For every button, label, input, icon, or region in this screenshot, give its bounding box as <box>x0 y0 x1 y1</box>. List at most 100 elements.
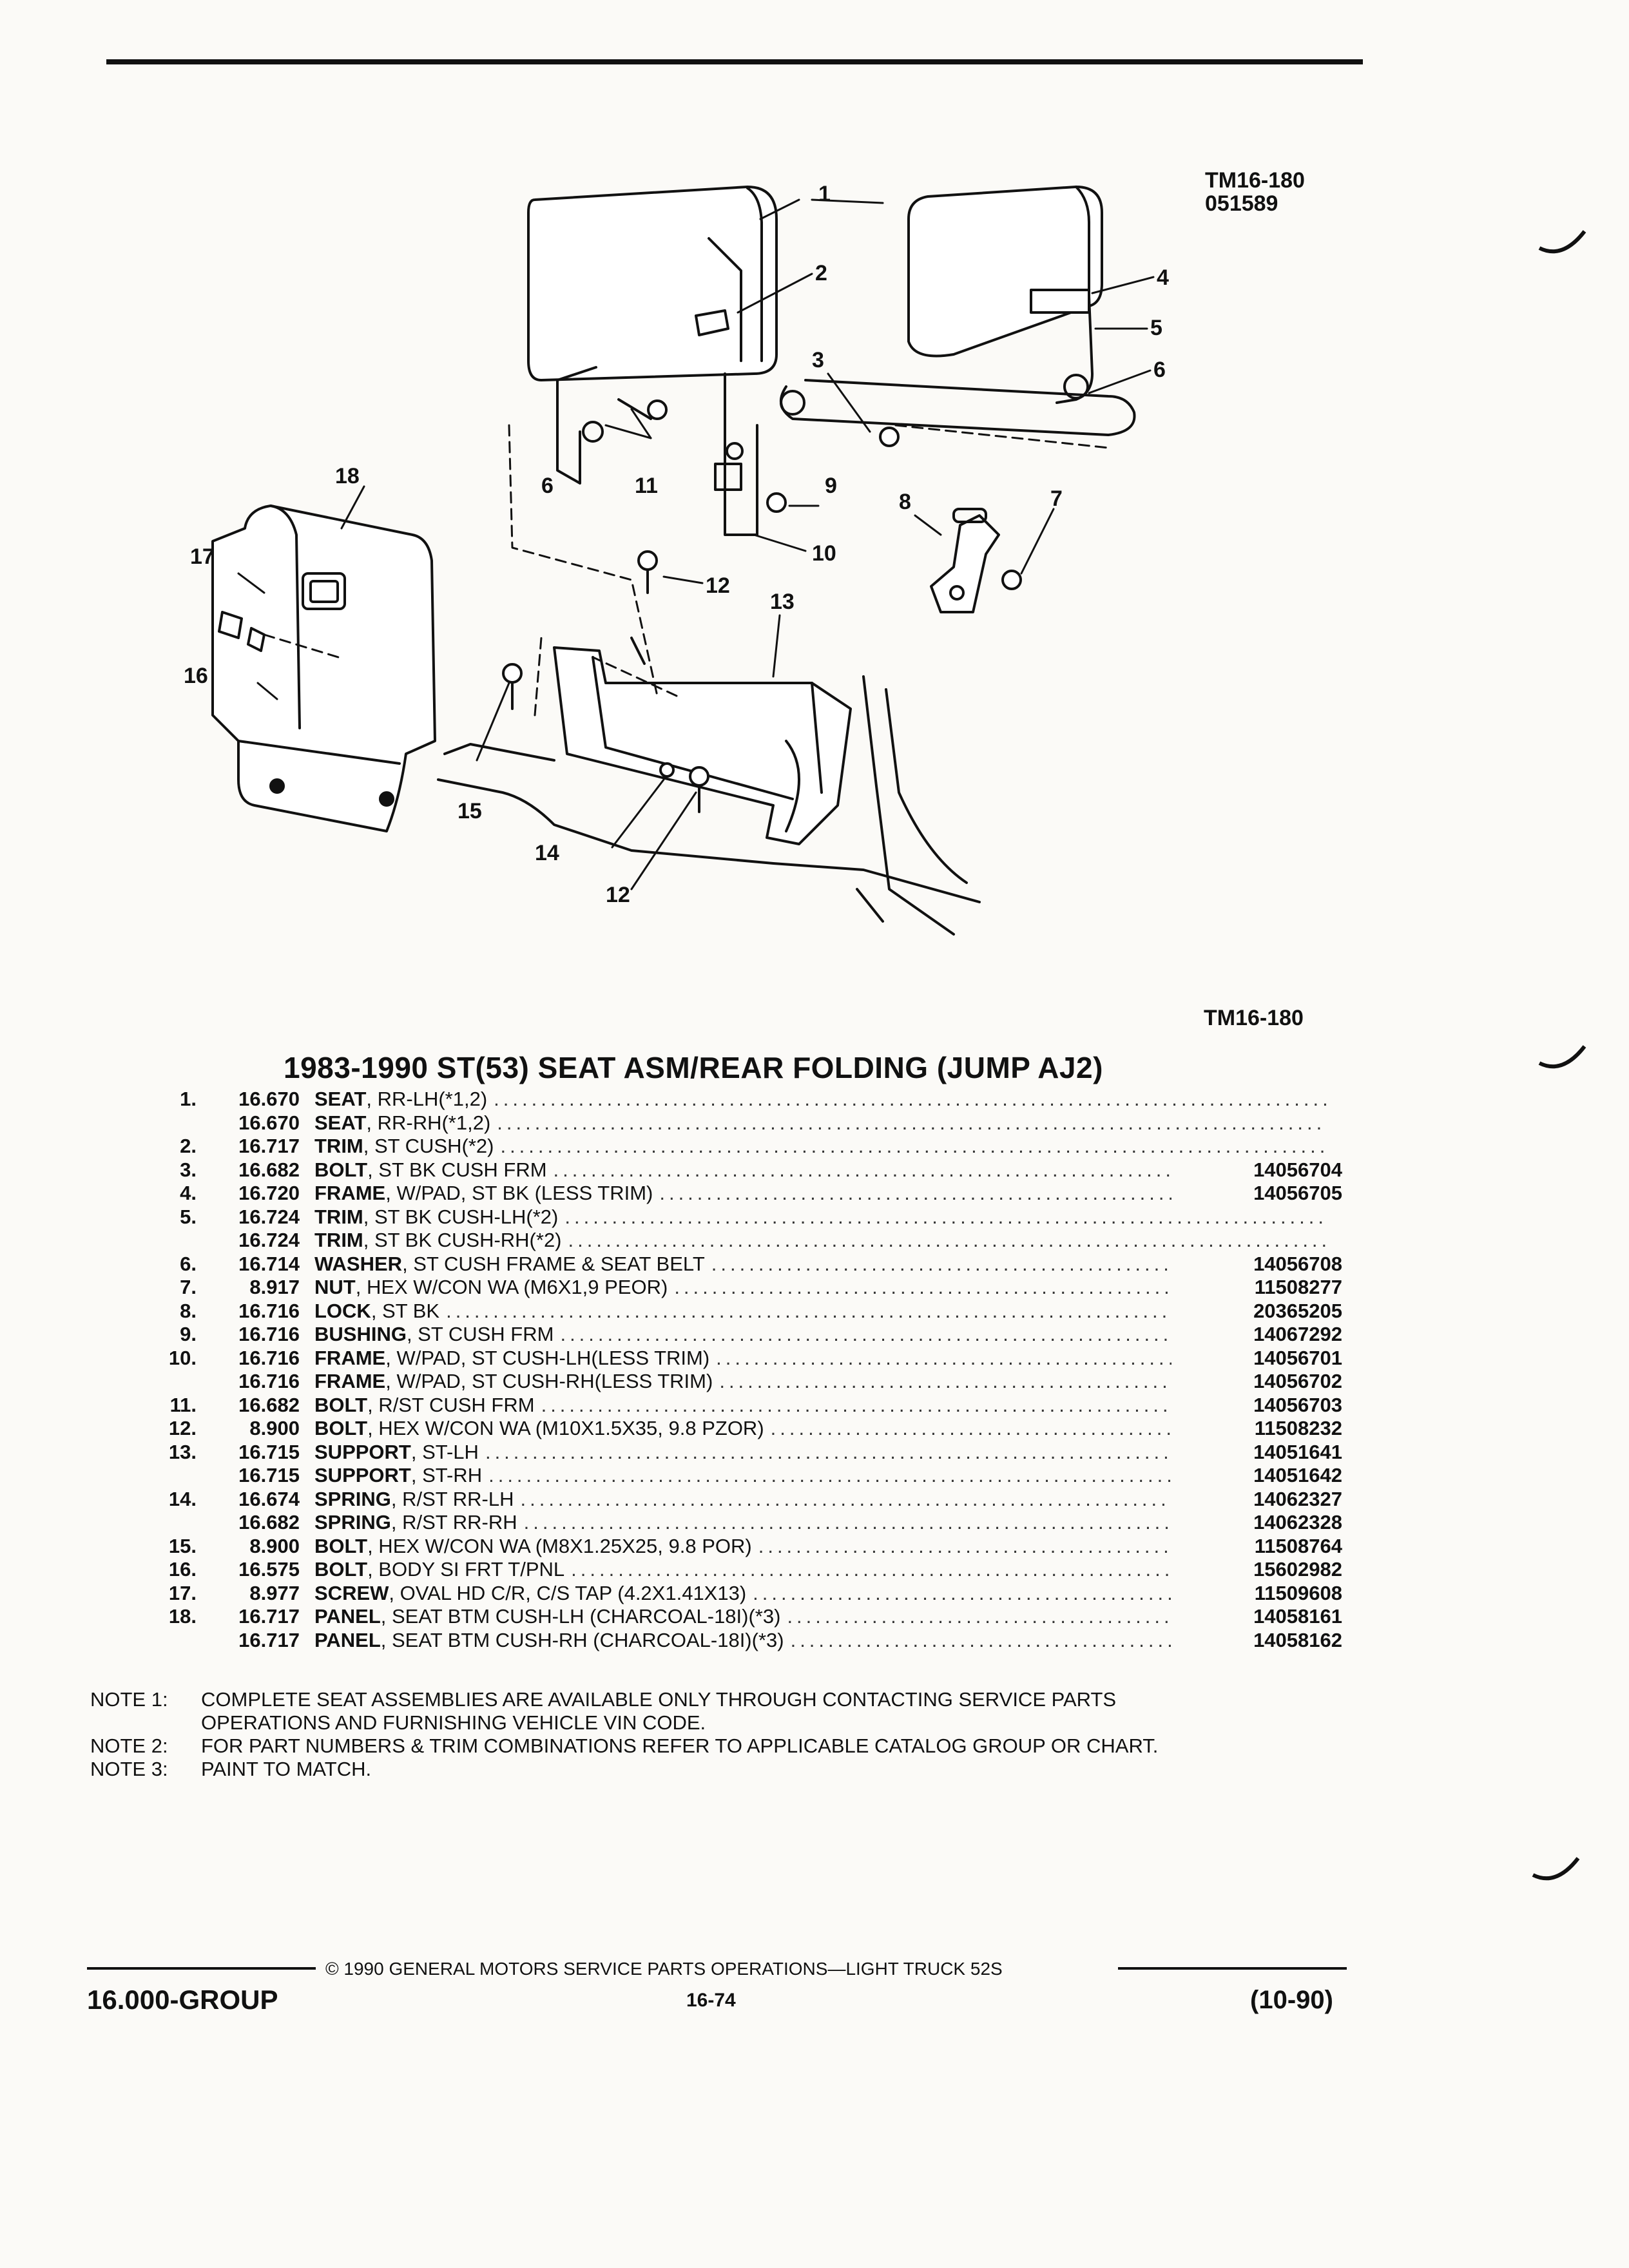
footer-date: (10-90) <box>1250 1986 1333 2014</box>
part-name: PANEL <box>314 1628 381 1651</box>
part-name: FRAME <box>314 1346 386 1369</box>
part-name: TRIM <box>314 1205 363 1228</box>
figure-date-code: 051589 <box>1205 191 1278 216</box>
part-name: LOCK <box>314 1299 371 1322</box>
group-number: 16.670 <box>238 1111 300 1134</box>
callout-12-upper: 12 <box>706 573 730 598</box>
dot-leader: ........................................… <box>500 1135 1326 1157</box>
dot-leader: ........................................… <box>497 1111 1326 1134</box>
callout-2: 2 <box>815 261 827 285</box>
part-number: 14056704 <box>1171 1158 1342 1182</box>
part-detail: , ST BK <box>371 1299 440 1322</box>
part-description: SEAT, RR-RH(*1,2).......................… <box>314 1111 1326 1135</box>
part-name: SPRING <box>314 1511 391 1533</box>
seat-back-left <box>527 186 778 536</box>
footer-rule-right <box>1118 1967 1347 1970</box>
footer-group: 16.000-GROUP <box>87 1984 278 2015</box>
part-name: SEAT <box>314 1088 367 1110</box>
part-number: 14062328 <box>1171 1511 1342 1534</box>
part-number: 14062327 <box>1171 1487 1342 1511</box>
part-number: 14058161 <box>1171 1605 1342 1628</box>
group-number: 16.715 <box>238 1464 300 1486</box>
group-number: 16.670 <box>238 1088 300 1110</box>
group-number: 16.714 <box>238 1252 300 1275</box>
callout-labels: 1 2 3 4 5 6 6 7 8 9 10 11 12 12 13 14 15… <box>184 182 1169 907</box>
group-number: 16.720 <box>238 1182 300 1204</box>
part-description: TRIM, ST BK CUSH-RH(*2).................… <box>314 1229 1326 1252</box>
part-detail: , ST BK CUSH-LH(*2) <box>363 1205 559 1228</box>
part-name: PANEL <box>314 1605 381 1628</box>
group-number: 16.717 <box>238 1605 300 1628</box>
item-number: 5. <box>180 1205 197 1228</box>
callout-6-left: 6 <box>541 474 554 498</box>
group-number: 16.716 <box>238 1299 300 1322</box>
note-text: PAINT TO MATCH. <box>201 1758 372 1780</box>
callout-7: 7 <box>1050 486 1063 511</box>
callout-18: 18 <box>335 464 360 488</box>
callout-17: 17 <box>190 544 215 569</box>
part-detail: , ST CUSH FRAME & SEAT BELT <box>402 1252 705 1275</box>
callout-12-lower: 12 <box>606 883 630 907</box>
item-number: 3. <box>180 1158 197 1181</box>
part-detail: , W/PAD, ST CUSH-LH(LESS TRIM) <box>385 1346 710 1369</box>
part-detail: , HEX W/CON WA (M6X1,9 PEOR) <box>355 1276 668 1298</box>
part-name: BOLT <box>314 1393 368 1416</box>
part-detail: , SEAT BTM CUSH-LH (CHARCOAL-18I)(*3) <box>380 1605 781 1628</box>
group-number: 16.716 <box>238 1346 300 1369</box>
group-number: 16.716 <box>238 1323 300 1345</box>
part-detail: , BODY SI FRT T/PNL <box>367 1558 565 1581</box>
part-name: WASHER <box>314 1252 403 1275</box>
seat-back-lock <box>930 508 1022 613</box>
footer-page-number: 16-74 <box>686 1990 736 2011</box>
item-number: 13. <box>168 1440 197 1463</box>
part-description: TRIM, ST BK CUSH-LH(*2).................… <box>314 1206 1326 1229</box>
item-number: 16. <box>168 1558 197 1581</box>
note-text: FOR PART NUMBERS & TRIM COMBINATIONS REF… <box>201 1735 1159 1757</box>
figure-code: TM16-180 <box>1205 168 1305 193</box>
callout-10: 10 <box>812 541 836 566</box>
parts-list-row: 16.670 SEAT, RR-RH(*1,2).................… <box>122 1111 1373 1135</box>
hole-punch-mark <box>1538 1045 1586 1069</box>
group-number: 16.717 <box>238 1628 300 1651</box>
part-number: 15602982 <box>1171 1558 1342 1581</box>
note: NOTE 1:COMPLETE SEAT ASSEMBLIES ARE AVAI… <box>90 1688 1158 1735</box>
part-name: BOLT <box>314 1558 368 1581</box>
group-number: 8.917 <box>249 1276 300 1298</box>
part-detail: , ST BK CUSH FRM <box>367 1158 547 1181</box>
part-number: 14056703 <box>1171 1393 1342 1417</box>
part-number: 14051641 <box>1171 1440 1342 1464</box>
note: NOTE 3: PAINT TO MATCH. <box>90 1758 1158 1781</box>
callout-5: 5 <box>1150 316 1162 340</box>
callout-15: 15 <box>458 799 482 823</box>
group-number: 8.900 <box>249 1534 300 1557</box>
hole-punch-mark <box>1538 230 1586 254</box>
part-number: 14056708 <box>1171 1252 1342 1276</box>
part-number: 14056705 <box>1171 1182 1342 1205</box>
item-number: 14. <box>168 1487 197 1510</box>
part-detail: , ST BK CUSH-RH(*2) <box>363 1229 562 1251</box>
item-number: 17. <box>168 1581 197 1604</box>
group-number: 16.682 <box>238 1158 300 1181</box>
part-detail: , ST CUSH(*2) <box>363 1135 494 1157</box>
group-number: 16.682 <box>238 1393 300 1416</box>
part-name: SUPPORT <box>314 1464 411 1486</box>
part-detail: , RR-RH(*1,2) <box>366 1111 491 1134</box>
part-number: 11508764 <box>1171 1534 1342 1558</box>
part-number: 14058162 <box>1171 1628 1342 1652</box>
group-number: 8.977 <box>249 1581 300 1604</box>
group-number: 16.682 <box>238 1511 300 1533</box>
note-label: NOTE 3: <box>90 1758 168 1780</box>
part-name: BOLT <box>314 1158 368 1181</box>
group-number: 8.900 <box>249 1417 300 1439</box>
part-number: 14056701 <box>1171 1346 1342 1370</box>
leader-lines <box>237 198 1155 890</box>
part-name: NUT <box>314 1276 356 1298</box>
group-number: 16.575 <box>238 1558 300 1581</box>
part-detail: , ST-LH <box>410 1440 479 1463</box>
